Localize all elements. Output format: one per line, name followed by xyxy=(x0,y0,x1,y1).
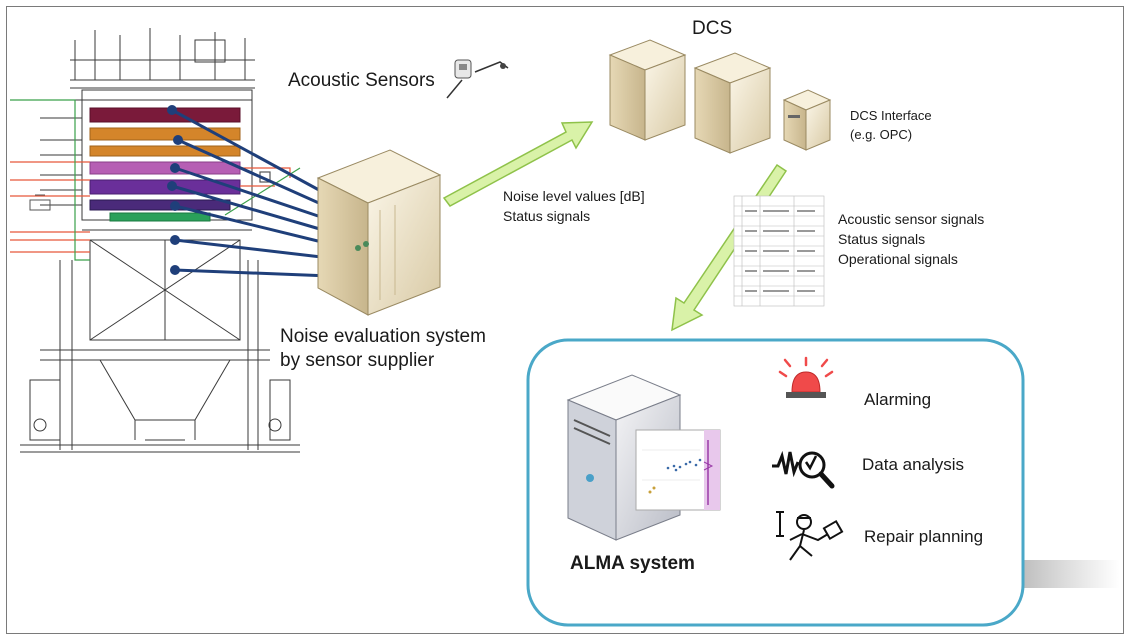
dcs-interface-line-1: DCS Interface xyxy=(850,108,932,123)
dcs-label: DCS xyxy=(692,18,733,39)
small-server-icon xyxy=(782,89,832,151)
noise-level-signals-label: Noise level values [dB] Status signals xyxy=(503,186,645,226)
magnifier-waveform-icon xyxy=(772,450,835,489)
server-tower-icon xyxy=(316,149,442,316)
boiler-schematic-icon xyxy=(10,28,301,453)
signal-line-2: Status signals xyxy=(838,231,926,247)
noise-level-line-2: Status signals xyxy=(503,208,591,224)
noise-eval-line-2: by sensor supplier xyxy=(280,350,435,371)
noise-evaluation-label: Noise evaluation system by sensor suppli… xyxy=(280,325,486,373)
repair-planning-label: Repair planning xyxy=(864,527,984,546)
signal-line-3: Operational signals xyxy=(838,251,958,267)
alarm-siren-icon xyxy=(778,356,834,398)
server-icon xyxy=(693,52,772,154)
dcs-interface-label: DCS Interface (e.g. OPC) xyxy=(850,106,932,144)
alma-system-label: ALMA system xyxy=(570,553,695,574)
acoustic-sensor-icon xyxy=(446,59,509,99)
dcs-to-alma-signals-label: Acoustic sensor signals Status signals O… xyxy=(838,209,984,269)
sensor-points xyxy=(167,105,183,275)
arrow-to-dcs xyxy=(442,121,594,207)
alarming-label: Alarming xyxy=(864,390,932,409)
signal-line-1: Acoustic sensor signals xyxy=(838,211,985,227)
noise-eval-line-1: Noise evaluation system xyxy=(280,326,486,347)
repair-worker-icon xyxy=(776,511,844,561)
dcs-interface-line-2: (e.g. OPC) xyxy=(850,127,913,142)
signal-table-icon xyxy=(733,195,825,307)
sensor-connection-lines xyxy=(171,108,331,278)
acoustic-sensors-label: Acoustic Sensors xyxy=(288,70,435,91)
server-icon xyxy=(608,39,687,141)
alma-chart-window xyxy=(635,429,721,511)
data-analysis-label: Data analysis xyxy=(862,455,965,474)
noise-level-line-1: Noise level values [dB] xyxy=(503,188,645,204)
